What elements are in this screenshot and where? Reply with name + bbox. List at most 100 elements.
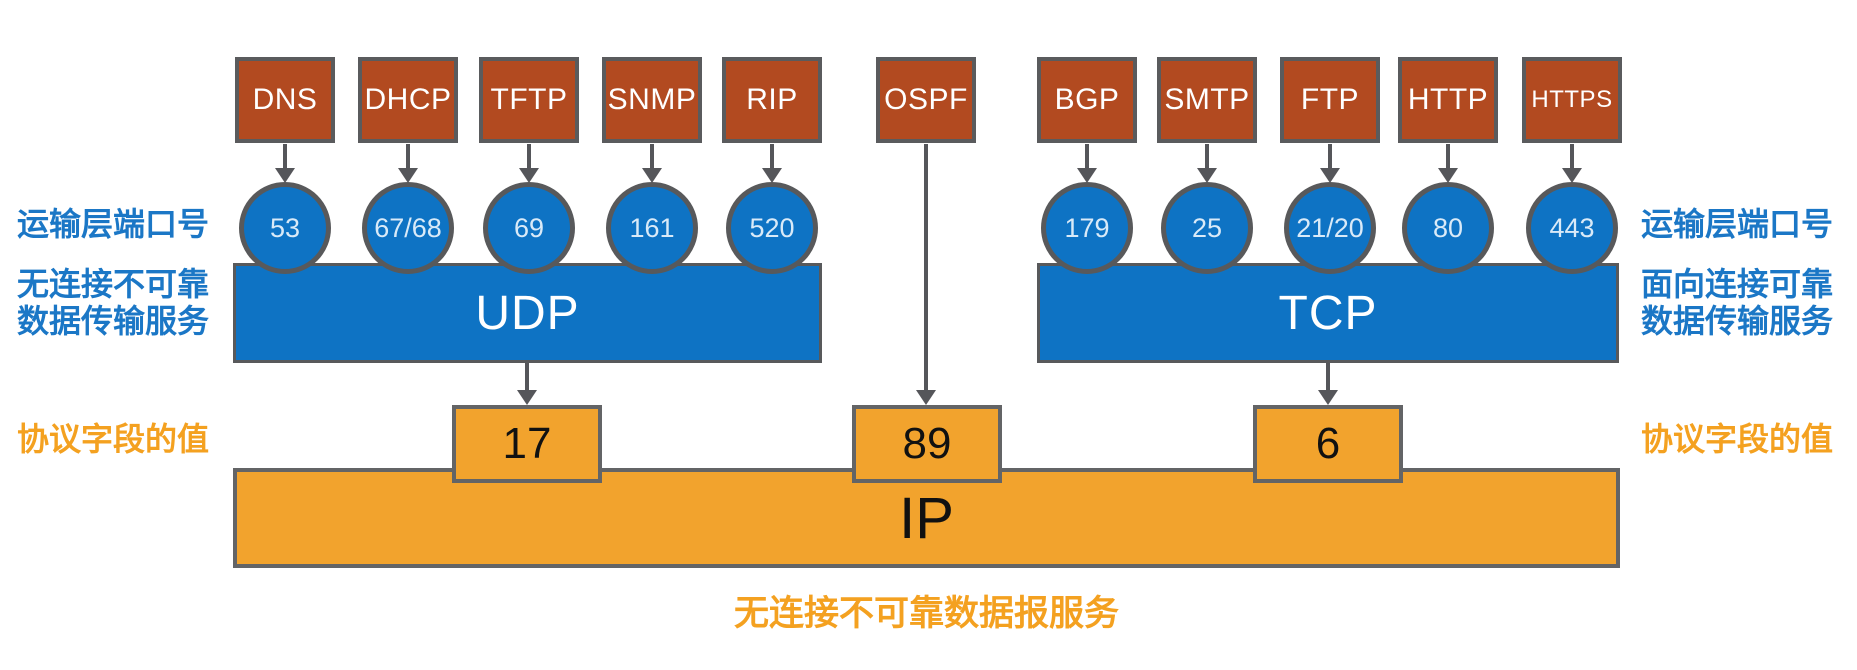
port-circle-snmp: 161 [606, 182, 698, 274]
port-number: 25 [1191, 212, 1223, 243]
port-number: 67/68 [374, 212, 442, 243]
arrow-down-icon [1197, 168, 1217, 183]
ip-service-label: 无连接不可靠数据报服务 [733, 594, 1119, 633]
protocol-box-bgp: BGP [1037, 57, 1137, 143]
protocol-box-https: HTTPS [1522, 57, 1622, 143]
udp-service-line2: 数据传输服务 [16, 303, 209, 339]
transport-port-label-right: 运输层端口号 [1640, 206, 1833, 242]
port-circle-rip: 520 [726, 182, 818, 274]
protocol-name: DNS [252, 83, 318, 116]
port-circle-dhcp: 67/68 [362, 182, 454, 274]
port-number: 21/20 [1296, 212, 1364, 243]
protocol-field-box-udp: 17 [452, 405, 602, 483]
protocol-box-dhcp: DHCP [358, 57, 458, 143]
arrow-stem [283, 144, 287, 170]
port-circle-http: 80 [1402, 182, 1494, 274]
port-number: 520 [749, 212, 795, 243]
udp-layer-bar: UDP [233, 263, 822, 363]
arrow-down-icon [642, 168, 662, 183]
tcp-label: TCP [1278, 286, 1378, 340]
protocol-name: HTTPS [1531, 86, 1613, 113]
tcp-layer-bar: TCP [1037, 263, 1619, 363]
arrow-down-icon [519, 168, 539, 183]
port-number: 179 [1064, 212, 1110, 243]
protocol-box-ospf: OSPF [876, 57, 976, 143]
arrow-stem [924, 144, 928, 391]
ip-layer-bar: IP [233, 468, 1620, 568]
protocol-box-rip: RIP [722, 57, 822, 143]
arrow-down-icon [1318, 390, 1338, 405]
protocol-name: OSPF [884, 83, 968, 116]
udp-service-label: 无连接不可靠 数据传输服务 [6, 266, 220, 340]
protocol-box-smtp: SMTP [1157, 57, 1257, 143]
arrow-stem [406, 144, 410, 170]
port-number: 69 [513, 212, 545, 243]
protocol-field-value: 6 [1315, 419, 1341, 468]
port-circle-bgp: 179 [1041, 182, 1133, 274]
udp-service-line1: 无连接不可靠 [16, 266, 209, 302]
ip-label: IP [899, 485, 954, 551]
protocol-field-label-right: 协议字段的值 [1640, 421, 1833, 457]
arrow-stem [1326, 363, 1330, 391]
port-number: 80 [1432, 212, 1464, 243]
arrow-stem [527, 144, 531, 170]
protocol-field-box-tcp: 6 [1253, 405, 1403, 483]
arrow-down-icon [1320, 168, 1340, 183]
arrow-down-icon [916, 390, 936, 405]
protocol-box-snmp: SNMP [602, 57, 702, 143]
port-circle-dns: 53 [239, 182, 331, 274]
arrow-stem [1446, 144, 1450, 170]
port-number: 161 [629, 212, 675, 243]
protocol-name: TFTP [490, 83, 568, 116]
protocol-box-http: HTTP [1398, 57, 1498, 143]
protocol-field-value: 17 [502, 419, 552, 468]
arrow-down-icon [517, 390, 537, 405]
arrow-down-icon [762, 168, 782, 183]
protocol-box-tftp: TFTP [479, 57, 579, 143]
protocol-name: DHCP [364, 83, 452, 116]
arrow-stem [1328, 144, 1332, 170]
tcp-service-label: 面向连接可靠 数据传输服务 [1630, 266, 1844, 340]
arrow-stem [1205, 144, 1209, 170]
protocol-name: HTTP [1407, 83, 1489, 116]
arrow-stem [1570, 144, 1574, 170]
port-circle-tftp: 69 [483, 182, 575, 274]
arrow-down-icon [1438, 168, 1458, 183]
port-circle-https: 443 [1526, 182, 1618, 274]
arrow-stem [770, 144, 774, 170]
port-circle-smtp: 25 [1161, 182, 1253, 274]
protocol-name: FTP [1300, 83, 1360, 116]
protocol-box-dns: DNS [235, 57, 335, 143]
protocol-name: SMTP [1164, 83, 1250, 116]
arrow-down-icon [1562, 168, 1582, 183]
arrow-stem [650, 144, 654, 170]
port-number: 53 [269, 212, 301, 243]
protocol-field-box-ospf: 89 [852, 405, 1002, 483]
transport-port-label-left: 运输层端口号 [16, 206, 209, 242]
arrow-down-icon [275, 168, 295, 183]
port-number: 443 [1549, 212, 1595, 243]
udp-label: UDP [475, 286, 580, 340]
protocol-box-ftp: FTP [1280, 57, 1380, 143]
protocol-field-label-left: 协议字段的值 [16, 421, 209, 457]
tcp-service-line1: 面向连接可靠 [1640, 266, 1833, 302]
protocol-field-value: 89 [902, 419, 952, 468]
protocol-name: BGP [1054, 83, 1120, 116]
port-circle-ftp: 21/20 [1284, 182, 1376, 274]
tcp-service-line2: 数据传输服务 [1640, 303, 1833, 339]
protocol-name: SNMP [607, 83, 697, 116]
